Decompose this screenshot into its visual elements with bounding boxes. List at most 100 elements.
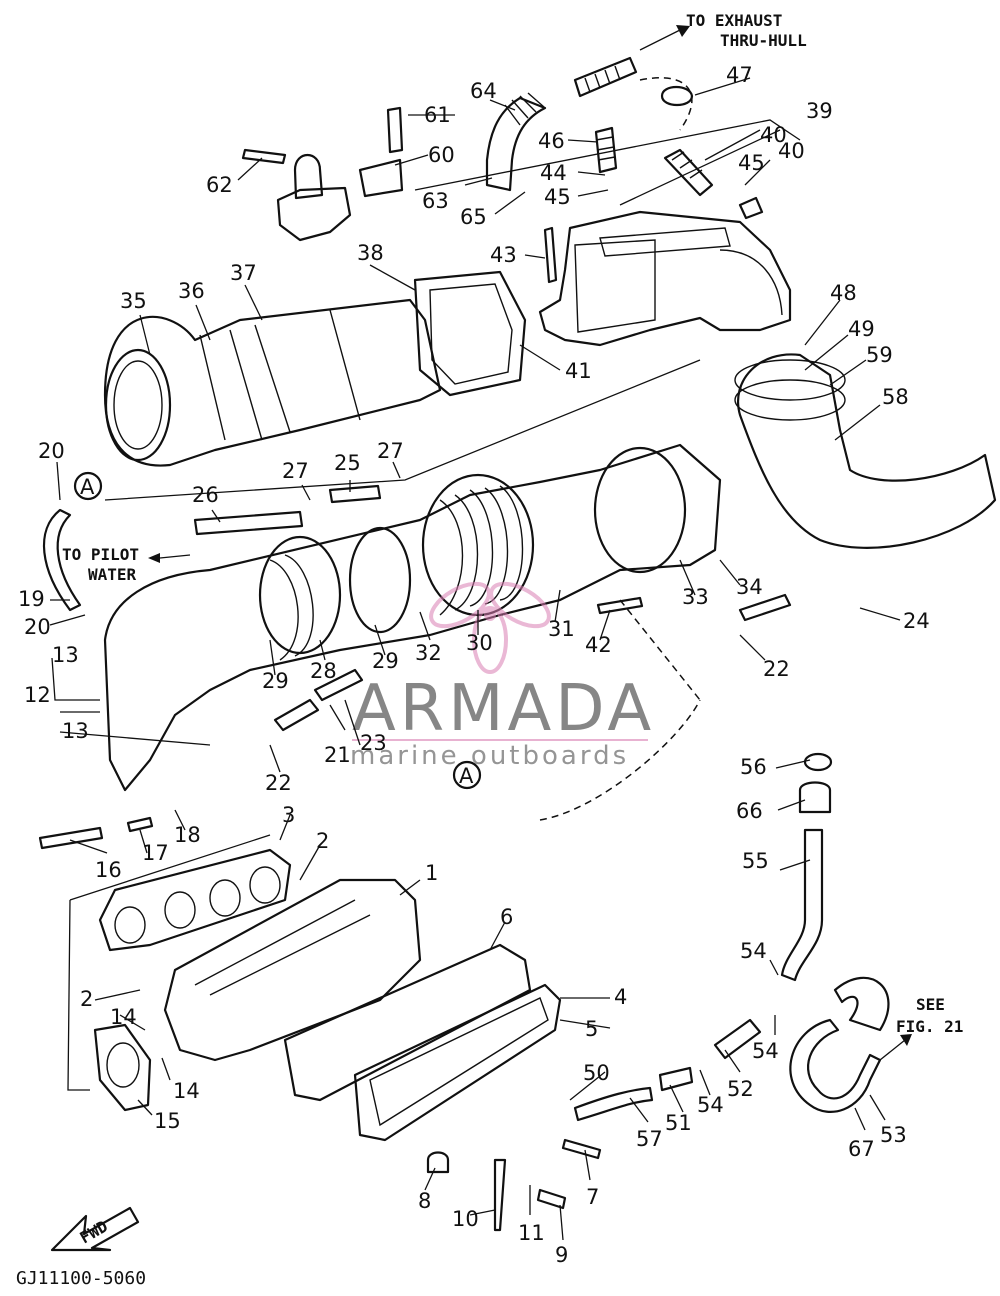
part-label-54b: 54	[752, 1039, 779, 1063]
part-label-21: 21	[324, 743, 351, 767]
part-label-36: 36	[178, 279, 205, 303]
part-label-28: 28	[310, 659, 337, 683]
note-exhaust-line1: TO EXHAUST	[686, 11, 782, 30]
reference-a-bottom: A	[459, 764, 474, 788]
part-label-60: 60	[428, 143, 455, 167]
part-label-41: 41	[565, 359, 592, 383]
part-label-12: 12	[24, 683, 51, 707]
watermark-brand: ARMADA	[352, 672, 655, 746]
part-label-6: 6	[500, 905, 513, 929]
part-label-17: 17	[142, 841, 169, 865]
part-label-30: 30	[466, 631, 493, 655]
part-label-57: 57	[636, 1127, 663, 1151]
note-see-line2: FIG. 21	[896, 1017, 963, 1036]
part-label-16: 16	[95, 858, 122, 882]
part-label-13b: 13	[62, 719, 89, 743]
part-label-20b: 20	[24, 615, 51, 639]
part-label-61: 61	[424, 103, 451, 127]
part-label-40: 40	[760, 123, 787, 147]
part-label-54: 54	[740, 939, 767, 963]
exhaust-chamber	[538, 210, 792, 347]
note-pilot-line2: WATER	[88, 565, 137, 584]
part-label-10: 10	[452, 1207, 479, 1231]
part-label-66: 66	[736, 799, 763, 823]
part-label-40b: 40	[778, 139, 805, 163]
part-label-32: 32	[415, 641, 442, 665]
part-label-38: 38	[357, 241, 384, 265]
part-label-1: 1	[425, 861, 438, 885]
note-pilot-line1: TO PILOT	[62, 545, 139, 564]
part-label-34: 34	[736, 575, 763, 599]
part-label-15: 15	[154, 1109, 181, 1133]
part-label-3: 3	[282, 803, 295, 827]
elbow-pipe	[734, 353, 997, 549]
part-label-62: 62	[206, 173, 233, 197]
part-label-43: 43	[490, 243, 517, 267]
part-label-11: 11	[518, 1221, 545, 1245]
exhaust-manifold	[93, 848, 422, 1112]
part-label-35: 35	[120, 289, 147, 313]
part-label-47: 47	[726, 63, 753, 87]
part-label-24: 24	[903, 609, 930, 633]
mounting-bracket	[241, 106, 404, 242]
water-hoses	[539, 599, 890, 1122]
part-label-4: 4	[614, 985, 627, 1009]
part-label-33: 33	[682, 585, 709, 609]
part-label-5: 5	[585, 1017, 598, 1041]
watermark-tagline: marine outboards	[350, 741, 629, 771]
part-label-53: 53	[880, 1123, 907, 1147]
part-label-22: 22	[265, 771, 292, 795]
part-label-37: 37	[230, 261, 257, 285]
part-label-8: 8	[418, 1189, 431, 1213]
part-label-18: 18	[174, 823, 201, 847]
cover-plates	[283, 943, 562, 1142]
part-label-2b: 2	[80, 987, 93, 1011]
part-label-2: 2	[316, 829, 329, 853]
part-label-48: 48	[830, 281, 857, 305]
pilot-hose	[42, 508, 191, 612]
part-label-49: 49	[848, 317, 875, 341]
part-label-39: 39	[806, 99, 833, 123]
part-label-50: 50	[583, 1061, 610, 1085]
part-label-26: 26	[192, 483, 219, 507]
fwd-arrow: FWD	[50, 1206, 140, 1252]
part-label-14: 14	[110, 1005, 137, 1029]
part-label-52: 52	[727, 1077, 754, 1101]
part-label-59: 59	[866, 343, 893, 367]
group-outlines	[67, 119, 801, 1091]
leader-lines	[49, 77, 901, 1241]
exhaust-hoses	[485, 56, 764, 220]
part-label-46: 46	[538, 129, 565, 153]
part-label-13: 13	[52, 643, 79, 667]
part-label-55: 55	[742, 849, 769, 873]
muffler-body	[103, 270, 527, 467]
part-label-27: 27	[282, 459, 309, 483]
part-label-20: 20	[38, 439, 65, 463]
part-label-45: 45	[544, 185, 571, 209]
part-label-23: 23	[360, 731, 387, 755]
part-label-42: 42	[585, 633, 612, 657]
part-label-31: 31	[548, 617, 575, 641]
part-label-29b: 29	[372, 649, 399, 673]
part-label-63: 63	[422, 189, 449, 213]
part-label-9: 9	[555, 1243, 568, 1267]
note-exhaust-line2: THRU-HULL	[720, 31, 807, 50]
fasteners	[38, 226, 792, 1232]
part-label-22b: 22	[763, 657, 790, 681]
part-label-51: 51	[665, 1111, 692, 1135]
part-label-45b: 45	[738, 151, 765, 175]
armada-watermark: ARMADA marine outboards	[350, 581, 655, 771]
part-label-54c: 54	[697, 1093, 724, 1117]
part-label-58: 58	[882, 385, 909, 409]
part-label-25: 25	[334, 451, 361, 475]
part-label-27b: 27	[377, 439, 404, 463]
reference-a-top: A	[80, 475, 95, 499]
part-label-29: 29	[262, 669, 289, 693]
part-label-64: 64	[470, 79, 497, 103]
diagram-notes: TO EXHAUST THRU-HULL TO PILOT WATER SEE …	[16, 11, 963, 1289]
part-label-67: 67	[848, 1137, 875, 1161]
note-see-line1: SEE	[916, 995, 945, 1014]
part-label-65: 65	[460, 205, 487, 229]
